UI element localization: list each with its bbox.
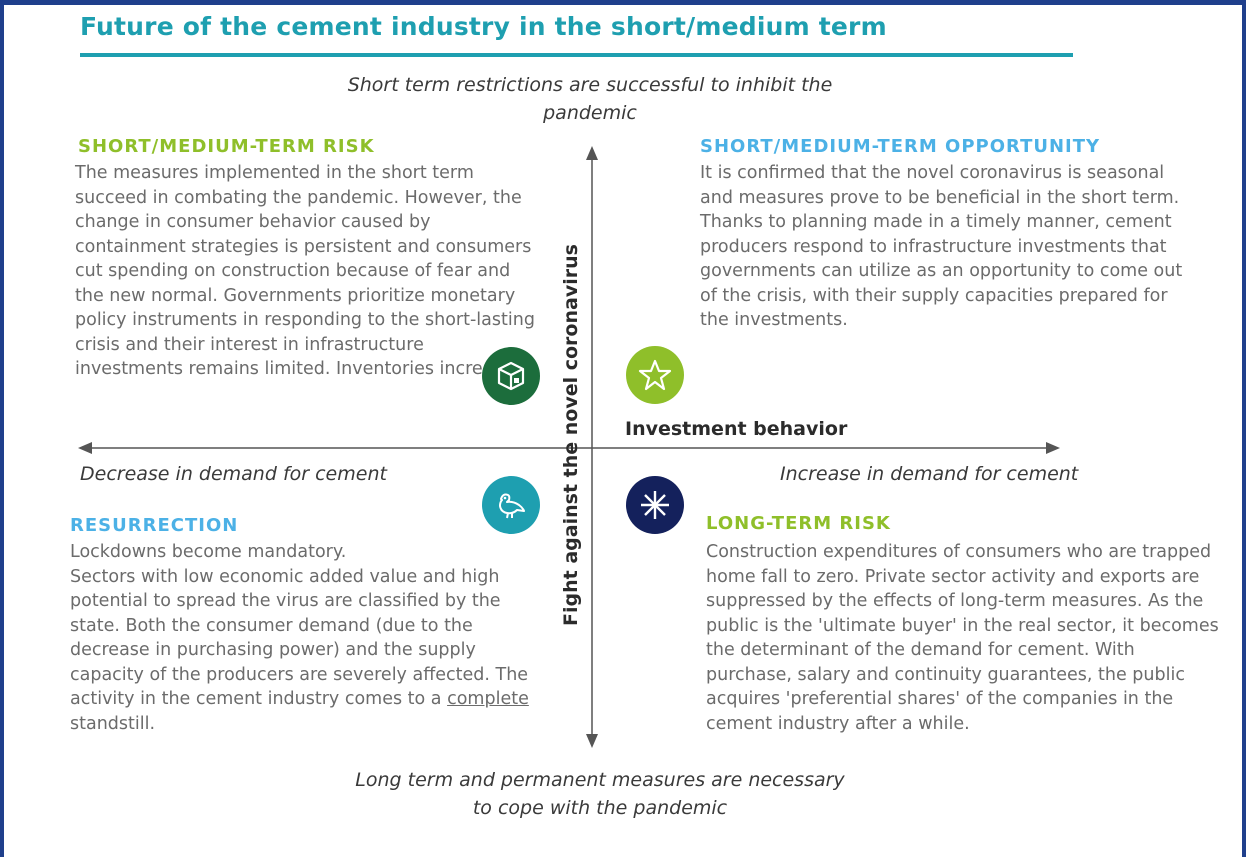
quadrant-top-right-title: SHORT/MEDIUM-TERM OPPORTUNITY	[700, 136, 1101, 157]
box-icon	[482, 347, 540, 405]
sparkle-icon	[626, 476, 684, 534]
quadrant-bottom-right-title: LONG-TERM RISK	[706, 513, 891, 534]
bottom-axis-caption: Long term and permanent measures are nec…	[355, 769, 845, 819]
quadrant-bottom-right-body: Construction expenditures of consumers w…	[706, 542, 1219, 734]
bird-icon	[482, 476, 540, 534]
horizontal-axis-arrow-left	[78, 442, 92, 454]
x-axis-label: Investment behavior	[625, 418, 848, 440]
horizontal-axis-arrow-right	[1046, 442, 1060, 454]
quadrant-top-left-body: The measures implemented in the short te…	[75, 163, 535, 379]
quadrant-bottom-left-line1: Lockdowns become mandatory.	[70, 542, 347, 562]
quadrant-top-right-body: It is confirmed that the novel coronavir…	[700, 163, 1183, 330]
quadrant-top-left-title: SHORT/MEDIUM-TERM RISK	[78, 136, 375, 157]
y-axis-label: Fight against the novel coronavirus	[560, 244, 582, 626]
quadrant-bottom-left-title: RESURRECTION	[70, 515, 239, 536]
frame-left-border	[0, 0, 4, 857]
title-underline	[80, 53, 1073, 57]
right-axis-caption: Increase in demand for cement	[780, 463, 1079, 485]
vertical-axis-arrow-down	[586, 734, 598, 748]
page-title: Future of the cement industry in the sho…	[80, 12, 887, 41]
vertical-axis-arrow-up	[586, 146, 598, 160]
quadrant-bottom-left-main: Sectors with low economic added value an…	[70, 566, 529, 710]
quadrant-bottom-left-body: Lockdowns become mandatory. Sectors with …	[70, 540, 540, 736]
left-axis-caption: Decrease in demand for cement	[80, 463, 387, 485]
quadrant-bottom-left-underlined: complete	[447, 689, 529, 709]
top-axis-caption: Short term restrictions are successful t…	[347, 74, 833, 124]
quadrant-bottom-left-end: standstill.	[70, 713, 156, 734]
frame-top-border	[0, 0, 1246, 5]
frame-right-border	[1242, 0, 1246, 857]
star-icon	[626, 346, 684, 404]
